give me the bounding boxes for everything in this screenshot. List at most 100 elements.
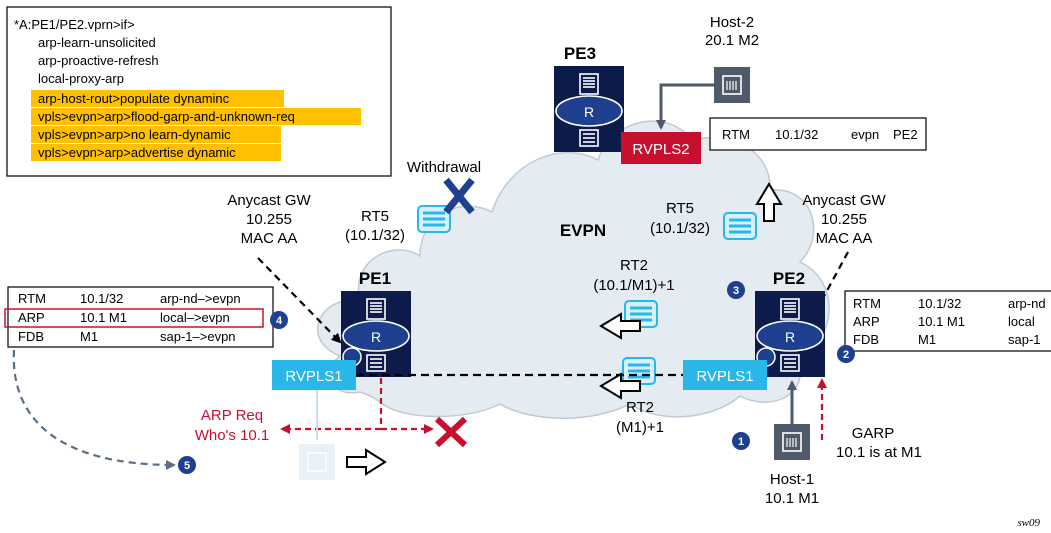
anycast-right-line: MAC AA bbox=[816, 230, 873, 247]
arp-req-line: ARP Req bbox=[201, 407, 263, 424]
hollow-arrow-icon bbox=[346, 448, 387, 476]
host-icon bbox=[299, 444, 335, 480]
table-cell: sap-1 bbox=[1008, 332, 1041, 347]
svg-text:3: 3 bbox=[733, 285, 739, 297]
anycast-right-line: 10.255 bbox=[821, 211, 867, 228]
x-mark-icon bbox=[434, 416, 468, 448]
anycast-left-line: 10.255 bbox=[246, 211, 292, 228]
table-cell: sap-1–>evpn bbox=[160, 329, 236, 344]
rt2-bottom-line: (M1)+1 bbox=[616, 419, 664, 436]
step-badge: 5 bbox=[178, 456, 196, 474]
rvpls1-left-box bbox=[272, 360, 356, 390]
rvpls1-right-label: RVPLS1 bbox=[696, 368, 753, 385]
rtm-cell: PE2 bbox=[893, 127, 918, 142]
pe3-label: PE3 bbox=[564, 44, 596, 63]
x-mark-icon bbox=[443, 177, 475, 215]
left-table: RTM 10.1/32 arp-nd–>evpn ARP 10.1 M1 loc… bbox=[4, 286, 274, 348]
table-cell: local–>evpn bbox=[160, 310, 230, 325]
host2-name: Host-2 bbox=[710, 14, 754, 31]
table-cell: 10.1/32 bbox=[80, 291, 123, 306]
hollow-arrow-icon bbox=[599, 312, 641, 340]
svg-text:5: 5 bbox=[184, 460, 190, 472]
config-highlight bbox=[31, 108, 361, 125]
host2-addr: 20.1 M2 bbox=[705, 32, 759, 49]
garp-line: GARP bbox=[852, 425, 895, 442]
table-cell: 10.1/32 bbox=[918, 296, 961, 311]
figure-id: sw09 bbox=[1017, 517, 1040, 529]
rt5-right-line: (10.1/32) bbox=[650, 220, 710, 237]
rt5-right-line: RT5 bbox=[666, 200, 694, 217]
table-cell: M1 bbox=[918, 332, 936, 347]
table-cell: arp-nd bbox=[1008, 296, 1046, 311]
config-highlight bbox=[31, 126, 281, 143]
config-highlight bbox=[31, 144, 281, 161]
anycast-right-line: Anycast GW bbox=[802, 192, 886, 209]
step-badge: 1 bbox=[732, 432, 750, 450]
table-cell: RTM bbox=[853, 296, 881, 311]
garp-line: 10.1 is at M1 bbox=[836, 444, 922, 461]
config-line: *A:PE1/PE2.vprn>if> bbox=[14, 17, 135, 32]
router-letter: R bbox=[371, 329, 381, 345]
config-line: vpls>evpn>arp>advertise dynamic bbox=[38, 145, 236, 160]
anycast-left-line: MAC AA bbox=[241, 230, 298, 247]
host2-link bbox=[656, 83, 714, 130]
table-cell: local bbox=[1008, 314, 1035, 329]
rt5-left-line: RT5 bbox=[361, 208, 389, 225]
rtm-box: RTM 10.1/32 evpn PE2 bbox=[709, 117, 927, 151]
config-line: vpls>evpn>arp>no learn-dynamic bbox=[38, 127, 231, 142]
table-cell: FDB bbox=[18, 329, 44, 344]
router-letter: R bbox=[584, 104, 594, 120]
arp-req-line: Who's 10.1 bbox=[195, 427, 270, 444]
pe2-label: PE2 bbox=[773, 269, 805, 288]
router-letter: R bbox=[785, 329, 795, 345]
table-cell: 10.1 M1 bbox=[80, 310, 127, 325]
rtm-cell: 10.1/32 bbox=[775, 127, 818, 142]
table-cell: FDB bbox=[853, 332, 879, 347]
host1-addr: 10.1 M1 bbox=[765, 490, 819, 507]
table-cell: RTM bbox=[18, 291, 46, 306]
host-icon bbox=[714, 67, 750, 103]
step-badge: 4 bbox=[270, 311, 288, 329]
config-line: arp-host-rout>populate dynaminc bbox=[38, 91, 230, 106]
message-icon bbox=[723, 212, 757, 240]
host-icon bbox=[774, 424, 810, 460]
rt2-top-line: RT2 bbox=[620, 257, 648, 274]
table-cell: M1 bbox=[80, 329, 98, 344]
arp-row-highlight bbox=[4, 308, 264, 328]
rvpls1-left-label: RVPLS1 bbox=[285, 368, 342, 385]
host1-name: Host-1 bbox=[770, 471, 814, 488]
rt2-bottom-line: RT2 bbox=[626, 399, 654, 416]
step-badge: 3 bbox=[727, 281, 745, 299]
rtm-cell: evpn bbox=[851, 127, 879, 142]
rvpls1-right-box bbox=[683, 360, 767, 390]
config-line: arp-learn-unsolicited bbox=[38, 35, 156, 50]
table-cell: arp-nd–>evpn bbox=[160, 291, 241, 306]
pe1-label: PE1 bbox=[359, 269, 391, 288]
curved-flow-arrow bbox=[12, 349, 176, 470]
config-box: *A:PE1/PE2.vprn>if> arp-learn-unsolicite… bbox=[6, 6, 392, 177]
hollow-arrow-icon bbox=[755, 182, 783, 222]
svg-text:1: 1 bbox=[738, 436, 744, 448]
svg-text:2: 2 bbox=[843, 349, 849, 361]
rt2-top-line: (10.1/M1)+1 bbox=[593, 277, 674, 294]
config-line: vpls>evpn>arp>flood-garp-and-unknown-req bbox=[38, 109, 295, 124]
step-badge: 2 bbox=[837, 345, 855, 363]
withdrawal-label: Withdrawal bbox=[407, 159, 481, 176]
anycast-left-pointer bbox=[257, 257, 342, 344]
config-highlight bbox=[31, 90, 284, 107]
table-cell: ARP bbox=[853, 314, 880, 329]
rt5-left-line: (10.1/32) bbox=[345, 227, 405, 244]
right-table: RTM 10.1/32 arp-nd ARP 10.1 M1 local FDB… bbox=[844, 290, 1051, 352]
rvpls2-label: RVPLS2 bbox=[632, 141, 689, 158]
config-line: arp-proactive-refresh bbox=[38, 53, 159, 68]
config-line: local-proxy-arp bbox=[38, 71, 124, 86]
table-cell: ARP bbox=[18, 310, 45, 325]
arp-request-flow bbox=[280, 378, 434, 434]
rvpls2-box bbox=[621, 132, 701, 164]
anycast-left-line: Anycast GW bbox=[227, 192, 311, 209]
table-cell: 10.1 M1 bbox=[918, 314, 965, 329]
svg-text:4: 4 bbox=[276, 315, 283, 327]
evpn-label: EVPN bbox=[560, 221, 606, 240]
